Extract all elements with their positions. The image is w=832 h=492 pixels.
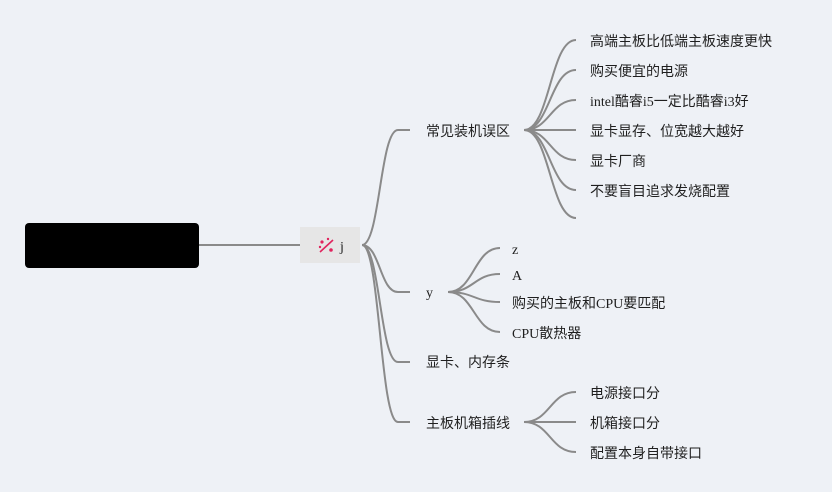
leaf-node[interactable]: 高端主板比低端主板速度更快 — [590, 33, 772, 50]
branch-label-misconceptions[interactable]: 常见装机误区 — [426, 124, 510, 140]
root-node[interactable] — [25, 223, 199, 268]
leaf-node[interactable]: 购买的主板和CPU要匹配 — [512, 296, 665, 312]
leaf-node[interactable]: A — [512, 269, 523, 284]
center-node-box — [300, 227, 360, 263]
child-edge — [523, 129, 577, 191]
center-node[interactable]: j — [300, 227, 360, 263]
leaf-node[interactable]: 显卡厂商 — [590, 154, 646, 170]
child-edge — [447, 273, 501, 293]
leaf-node[interactable]: 配置本身自带接口 — [590, 445, 702, 462]
leaf-node[interactable]: z — [512, 243, 518, 258]
leaf-node[interactable]: intel酷睿i5一定比酷睿i3好 — [590, 94, 749, 110]
child-edge — [523, 39, 577, 131]
child-edge — [447, 247, 501, 293]
center-label: j — [339, 240, 344, 255]
leaf-node[interactable]: 显卡显存、位宽越大越好 — [590, 123, 744, 140]
branch-label-gpu-memory[interactable]: 显卡、内存条 — [426, 354, 510, 371]
child-edge — [447, 291, 501, 333]
branch-edge — [361, 244, 399, 423]
child-edge — [523, 421, 577, 453]
child-edge — [523, 129, 577, 219]
leaf-node[interactable]: 购买便宜的电源 — [590, 64, 688, 80]
sparkle-icon — [318, 237, 334, 253]
leaf-node[interactable]: 电源接口分 — [590, 385, 660, 402]
leaf-node[interactable]: 机箱接口分 — [590, 415, 660, 432]
branch-label-wiring[interactable]: 主板机箱插线 — [426, 416, 510, 432]
child-edge — [523, 391, 577, 423]
branch-edge — [361, 244, 399, 293]
leaf-node[interactable]: CPU散热器 — [512, 326, 581, 342]
branch-edge — [361, 244, 399, 363]
leaf-node[interactable]: 不要盲目追求发烧配置 — [590, 183, 730, 200]
branch-label-y[interactable]: y — [426, 286, 433, 301]
child-edge — [523, 129, 577, 161]
child-edge — [523, 69, 577, 131]
branch-edge — [361, 129, 399, 246]
